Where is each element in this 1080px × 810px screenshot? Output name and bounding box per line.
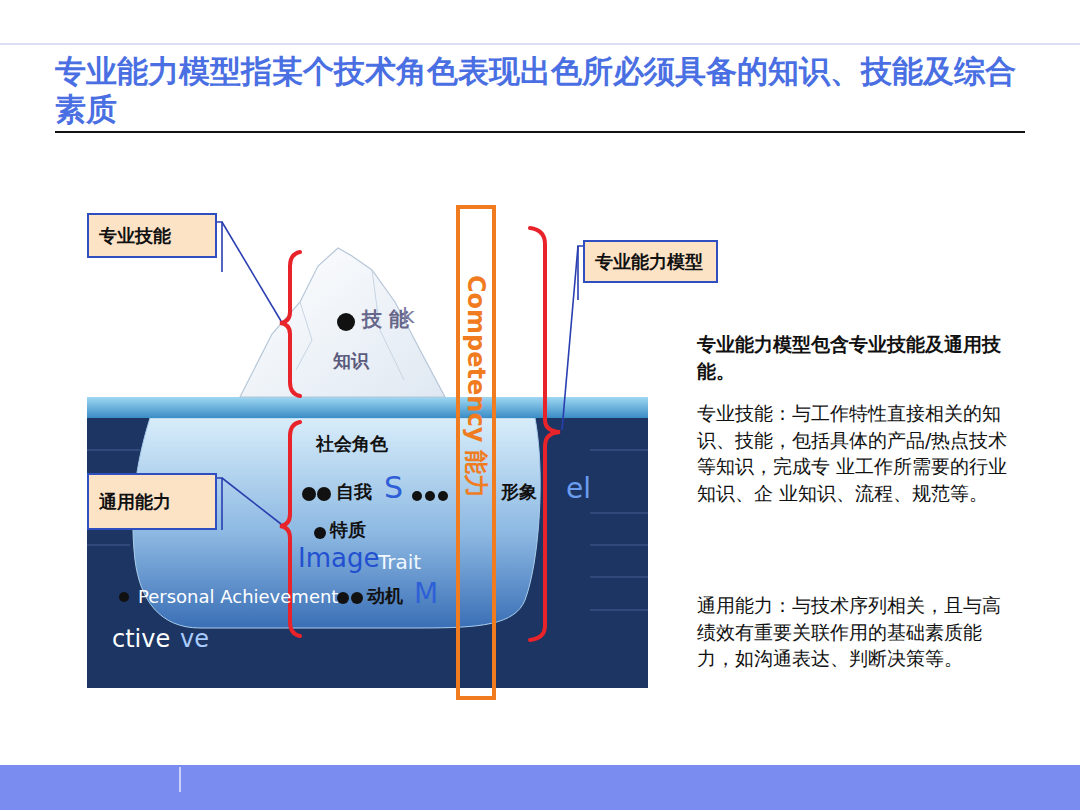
band-label: 能力 [460,450,492,498]
leader-lines [217,222,583,530]
braces [280,228,560,640]
top-rule [0,43,1080,45]
box-label: 通用能力 [99,490,171,514]
title-underline [55,131,1025,133]
iceberg-label: 社会角色 [316,433,388,455]
iceberg-peak [240,248,445,397]
footer-band [0,765,1080,810]
slide-title: 专业能力模型指某个技术角色表现出色所必须具备的知识、技能及综合素质 [55,52,1030,128]
body-text: 专业技能：与工作特性直接相关的知识、技能，包括具体的产品/热点技术等知识，完成专… [697,400,1015,506]
iceberg-fragment: Trait [378,550,421,574]
band-label: Competency [462,275,490,442]
brace-skill [280,252,300,396]
iceberg-fragment: M [414,577,438,611]
iceberg-label: 形象 [501,481,537,503]
competency-band: Competency 能力 [456,205,496,700]
iceberg-label: 特质 [330,519,366,541]
box-label: 专业能力模型 [595,250,703,274]
iceberg-label: 技 能 [362,307,409,331]
box-label: 专业技能 [99,224,171,248]
iceberg-fragment: ve [180,625,209,654]
sea-panel [87,397,648,688]
iceberg-fragment: Image [298,543,379,574]
brace-model [530,228,560,640]
callout-box: 专业技能 [87,213,217,258]
bullet-dots [119,313,448,604]
iceberg-fragment: Personal Achievement [138,586,338,608]
iceberg-fragment: k [402,303,415,329]
footer-tick [179,767,180,792]
iceberg-fragment: el [566,472,591,506]
iceberg-label: 知识 [333,350,369,372]
body-text: 专业能力模型包含专业技能及通用技能。 [697,331,1015,384]
callout-box: 通用能力 [87,473,217,530]
callout-box: 专业能力模型 [583,240,718,283]
iceberg-label: 自我 [336,481,372,503]
iceberg-label: 动机 [367,585,403,607]
iceberg-fragment: ctive [112,625,170,654]
rotated-caption: Competency 能力 [460,275,492,498]
body-text: 通用能力：与技术序列相关，且与高绩效有重要关联作用的基础素质能力，如沟通表达、判… [697,592,1015,672]
iceberg-fragment: S [384,470,403,506]
